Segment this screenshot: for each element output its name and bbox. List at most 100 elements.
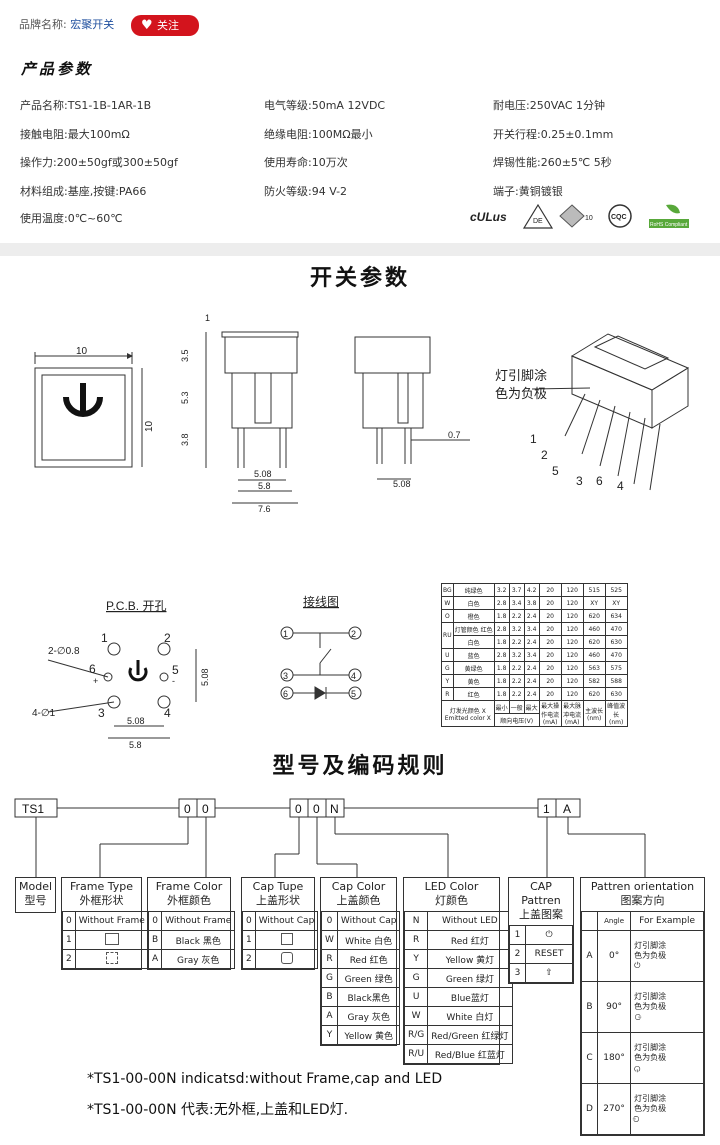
heading-params: 开关参数 <box>309 266 410 291</box>
code-part: 0 <box>184 802 191 816</box>
dim: 5.8 <box>258 481 271 491</box>
dim: 5.08 <box>254 469 272 479</box>
param: 材料组成:基座,按键:PA66 <box>20 185 147 198</box>
pin-label: 5 <box>552 464 559 478</box>
section-title: 产品参数 <box>21 60 94 78</box>
code-breakdown: TS1 0 0 0 0 N 1 A <box>14 798 646 877</box>
power-icon-0deg: ⏻ <box>634 961 641 970</box>
param: 操作力:200±50gf或300±50gf <box>20 156 178 169</box>
pin-label: 5 <box>172 663 179 677</box>
brand-link[interactable]: 宏聚开关 <box>70 18 115 31</box>
brand-row: 品牌名称: 宏聚开关 <box>19 16 114 32</box>
heading-model: 型号及编码规则 <box>272 754 448 779</box>
dim: 5.08 <box>200 668 210 686</box>
param: 耐电压:250VAC 1分钟 <box>493 99 606 112</box>
section-divider <box>0 243 720 256</box>
svg-text:CQC: CQC <box>611 214 627 221</box>
svg-text:RoHS Compliant: RoHS Compliant <box>650 222 688 228</box>
table-row: 1 <box>242 930 319 950</box>
follow-button[interactable]: ♥ 关注 <box>131 15 199 36</box>
follow-label: 关注 <box>157 19 179 32</box>
pcb-hole-label: 2-∅0.8 <box>48 646 80 657</box>
side-view-2 <box>354 336 470 480</box>
spec-image: 开关参数 10 10 1 3.5 5.3 3.8 5.08 5.8 <box>0 256 720 1145</box>
pin-label: 3 <box>576 474 583 488</box>
power-icon-180deg: ⏻ <box>634 1064 641 1073</box>
side-view <box>205 331 299 504</box>
cap-type-1-icon <box>280 932 293 945</box>
power-icon: ⏻ <box>525 925 573 945</box>
dim: 5.3 <box>180 391 190 404</box>
power-icon-90deg: ⏻ <box>633 1013 643 1021</box>
param: 绝缘电阻:100MΩ最小 <box>264 128 373 141</box>
wiring-title: 接线图 <box>303 594 339 609</box>
dim: 5.08 <box>127 716 145 726</box>
frame-type-2-icon <box>105 951 118 964</box>
frame-type-1-icon <box>104 932 119 945</box>
pin-label: 1 <box>101 631 108 645</box>
front-view <box>34 352 143 468</box>
table-row: 2 <box>62 949 149 969</box>
svg-text:cULus: cULus <box>470 210 507 224</box>
technical-drawings: 10 10 1 3.5 5.3 3.8 5.08 5.8 7.6 0.7 5.0 <box>32 313 690 750</box>
pin-label: 1 <box>530 432 537 446</box>
pcb-hole-label: 4-∅1 <box>32 708 56 719</box>
iso-note: 色为负极 <box>495 386 547 401</box>
pin-label: 6 <box>596 474 603 488</box>
table-row: 2 <box>242 949 319 969</box>
table-row: 1 <box>62 930 149 950</box>
code-part: 0 <box>313 802 320 816</box>
param: 产品名称:TS1-1B-1AR-1B <box>20 99 152 112</box>
param: 防火等级:94 V-2 <box>264 185 348 198</box>
dim: 0.7 <box>448 430 461 440</box>
wiring-diagram <box>280 626 362 700</box>
pin-label: 3 <box>283 671 288 681</box>
cap-type-2-icon <box>280 951 293 964</box>
iso-note: 灯引脚涂 <box>495 368 547 383</box>
ul-logo: cULus <box>470 210 507 224</box>
de-logo: DE <box>522 203 554 229</box>
polarity-minus: - <box>172 676 175 686</box>
svg-text:DE: DE <box>533 218 543 225</box>
pin-label: 2 <box>351 629 356 639</box>
arrow-up-icon: ⇧ <box>525 963 573 983</box>
pin-label: 2 <box>541 448 548 462</box>
param: 电气等级:50mA 12VDC <box>264 99 386 112</box>
code-part: 1 <box>543 802 550 816</box>
pcb-title: P.C.B. 开孔 <box>106 599 166 613</box>
heart-icon: ♥ <box>141 18 153 33</box>
table-row: 3⇧ <box>509 963 573 983</box>
dim-front-h: 10 <box>144 420 155 432</box>
code-part: 0 <box>202 802 209 816</box>
polarity-plus: + <box>93 676 98 686</box>
dim: 7.6 <box>258 504 271 514</box>
code-part: A <box>563 802 571 816</box>
rohs-logo: RoHS Compliant <box>649 204 689 228</box>
